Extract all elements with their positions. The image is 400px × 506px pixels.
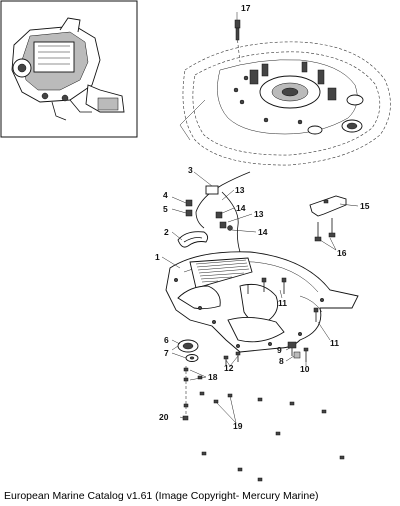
callout-labels: 17 3 4 5 13 14 13 14 15 16 2 1 11 11 6 9… [155, 3, 370, 431]
clip-2 [177, 231, 209, 248]
callout-3: 3 [188, 165, 193, 175]
callout-9: 9 [277, 345, 282, 355]
callout-1: 1 [155, 252, 160, 262]
callout-8: 8 [279, 356, 284, 366]
callout-16: 16 [337, 248, 347, 258]
fitting-9 [287, 341, 297, 356]
callout-12: 12 [224, 363, 234, 373]
callout-6: 6 [164, 335, 169, 345]
studs-11 [247, 277, 319, 322]
cover-grille [195, 259, 250, 283]
callout-2: 2 [164, 227, 169, 237]
callout-19: 19 [233, 421, 243, 431]
callout-14a: 14 [236, 203, 246, 213]
bolt-10 [303, 347, 309, 362]
bolt-20 [182, 415, 189, 421]
callout-10: 10 [300, 364, 310, 374]
flywheel-housing [179, 41, 391, 166]
callout-13b: 13 [254, 209, 264, 219]
inset-engine-box [0, 0, 138, 138]
bracket-15 [309, 195, 347, 242]
callout-11a: 11 [278, 298, 287, 308]
bolts-19 [183, 391, 345, 482]
callout-18: 18 [208, 372, 218, 382]
catalog-caption: European Marine Catalog v1.61 (Image Cop… [4, 490, 319, 502]
callout-17: 17 [241, 3, 251, 13]
callout-5: 5 [163, 204, 168, 214]
cable-harness [185, 171, 256, 269]
callout-15: 15 [360, 201, 370, 211]
fitting-8 [293, 351, 301, 359]
washer-7 [185, 354, 199, 362]
flywheel-cover-1 [165, 251, 359, 353]
bolt-17 [234, 19, 241, 63]
seal-6 [171, 339, 199, 353]
callout-13a: 13 [235, 185, 245, 195]
leader-lines [161, 12, 359, 424]
callout-20: 20 [159, 412, 169, 422]
transmission-illustration [11, 17, 125, 121]
callout-7: 7 [164, 348, 169, 358]
callout-4: 4 [163, 190, 168, 200]
bolts-18 [183, 367, 203, 382]
callout-11b: 11 [330, 338, 339, 348]
callout-14b: 14 [258, 227, 268, 237]
